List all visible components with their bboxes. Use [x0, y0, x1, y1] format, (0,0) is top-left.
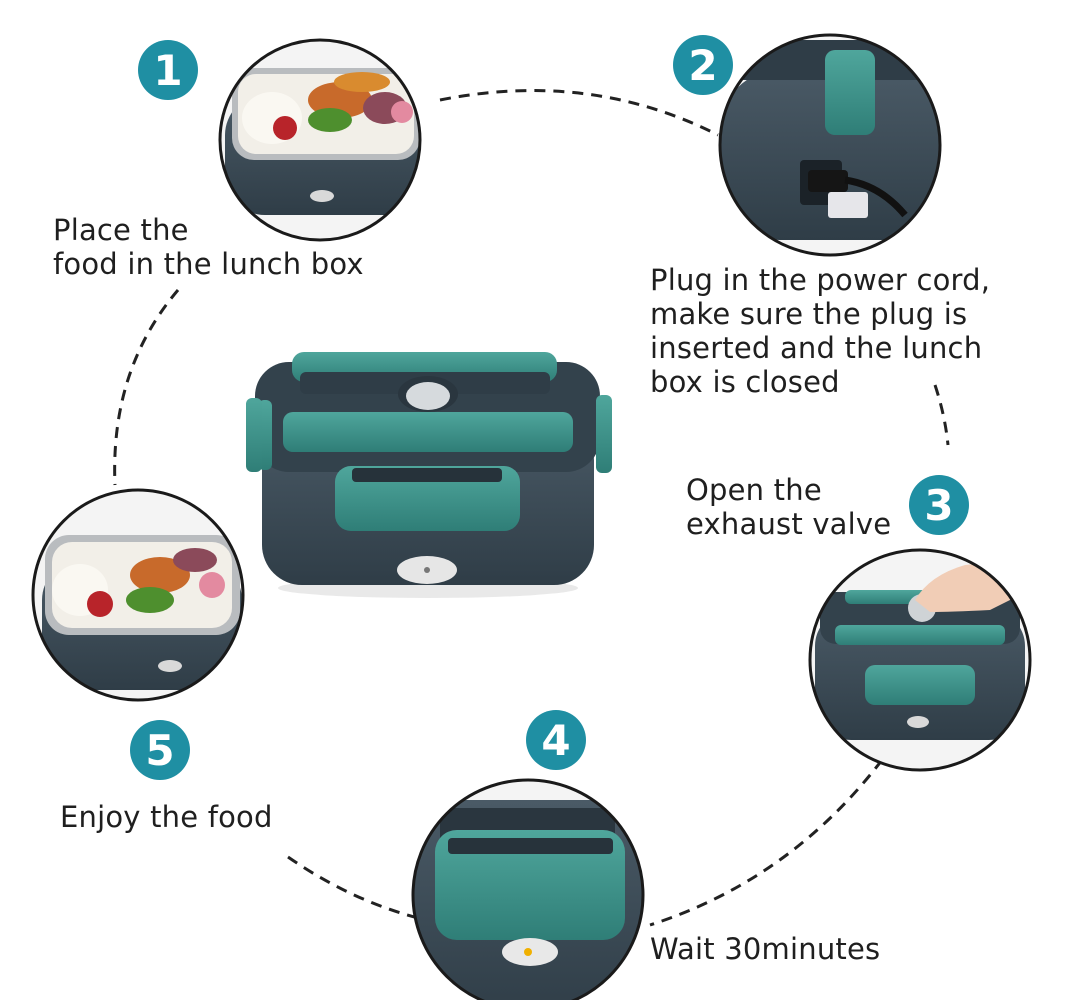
dashed-cycle-path: [113, 89, 950, 927]
connector-1-2: [439, 89, 719, 137]
connector-3-4: [649, 759, 884, 927]
step-4-caption: Wait 30minutes: [650, 932, 881, 966]
step-2-caption: Plug in the power cord, make sure the pl…: [650, 263, 991, 399]
step-badge-2: 2: [673, 35, 733, 95]
step-3-photo: [810, 550, 1030, 770]
step-2-photo: [720, 35, 940, 255]
step-5-caption: Enjoy the food: [60, 800, 273, 834]
connector-4-5: [287, 855, 419, 920]
step-badge-1: 1: [138, 40, 198, 100]
step-1-caption: Place the food in the lunch box: [53, 213, 364, 281]
central-lunch-box: [246, 352, 612, 598]
step-3-caption: Open the exhaust valve: [686, 473, 892, 541]
connector-2-3: [933, 384, 950, 446]
step-badge-4: 4: [526, 710, 586, 770]
step-5-photo: [33, 490, 243, 700]
step-1-photo: [220, 40, 420, 240]
connector-5-1: [113, 289, 180, 486]
step-badge-5: 5: [130, 720, 190, 780]
step-badge-3: 3: [909, 475, 969, 535]
step-4-photo: [413, 780, 643, 1000]
